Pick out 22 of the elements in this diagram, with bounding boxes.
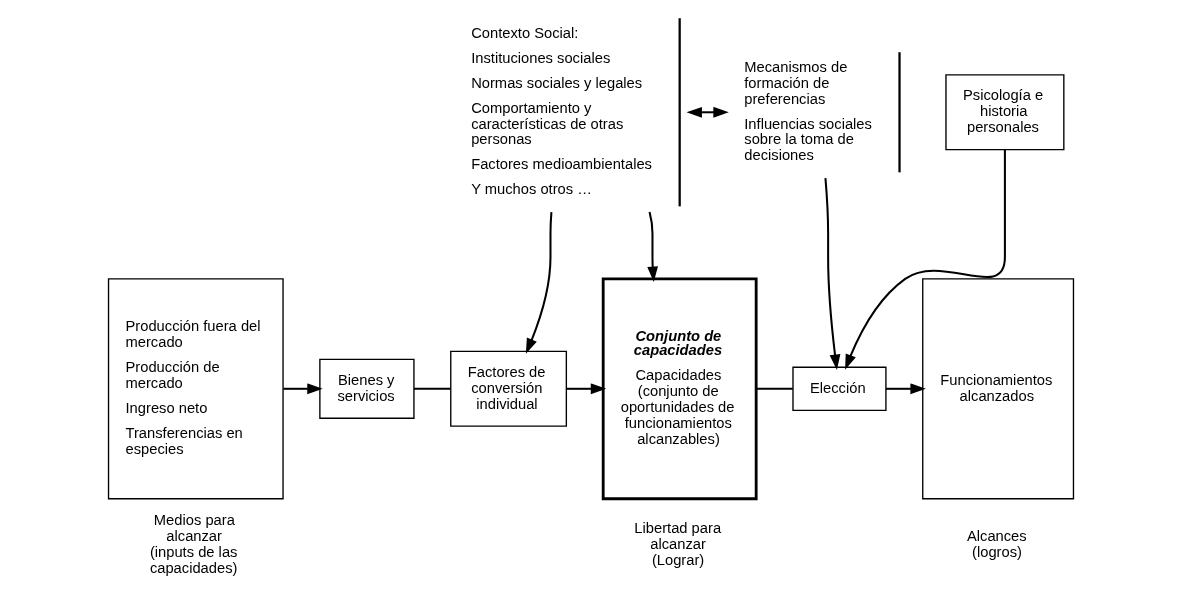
arrow <box>823 178 840 370</box>
node-box: Factores de conversión individual <box>449 350 567 427</box>
node-label: Alcances (logros) <box>966 528 1027 560</box>
node-text: Contexto Social: Instituciones sociales Normas sociales y legales Comportamiento y características de otras personas Factores medioambientales Y muchos otros … <box>470 24 652 198</box>
connector <box>413 387 451 390</box>
arrow <box>885 383 926 395</box>
node-box: Elección <box>791 366 887 411</box>
arrow <box>565 383 606 395</box>
node-box: Bienes y servicios <box>318 358 415 419</box>
node-text: Mecanismos de formación de preferencias Influencias sociales sobre la toma de decisiones <box>743 58 872 164</box>
connector <box>755 387 793 390</box>
node-label: Libertad para alcanzar (Lograr) <box>633 520 721 568</box>
arrow <box>844 149 1006 370</box>
arrow <box>525 212 552 354</box>
node-box: Psicología e historia personales <box>944 74 1064 151</box>
node-box: Funcionamientos alcanzados <box>921 278 1074 500</box>
arrow <box>646 211 658 282</box>
node-box: Producción fuera del mercado Producción de mercado Ingreso neto Transferencias en especies <box>107 278 284 500</box>
arrow <box>686 106 729 118</box>
node-box: Conjunto de capacidades Capacidades (conjunto de oportunidades de funcionamientos alcanzables) <box>601 277 758 501</box>
node-label: Medios para alcanzar (inputs de las capacidades) <box>149 512 237 576</box>
arrow <box>282 383 323 395</box>
